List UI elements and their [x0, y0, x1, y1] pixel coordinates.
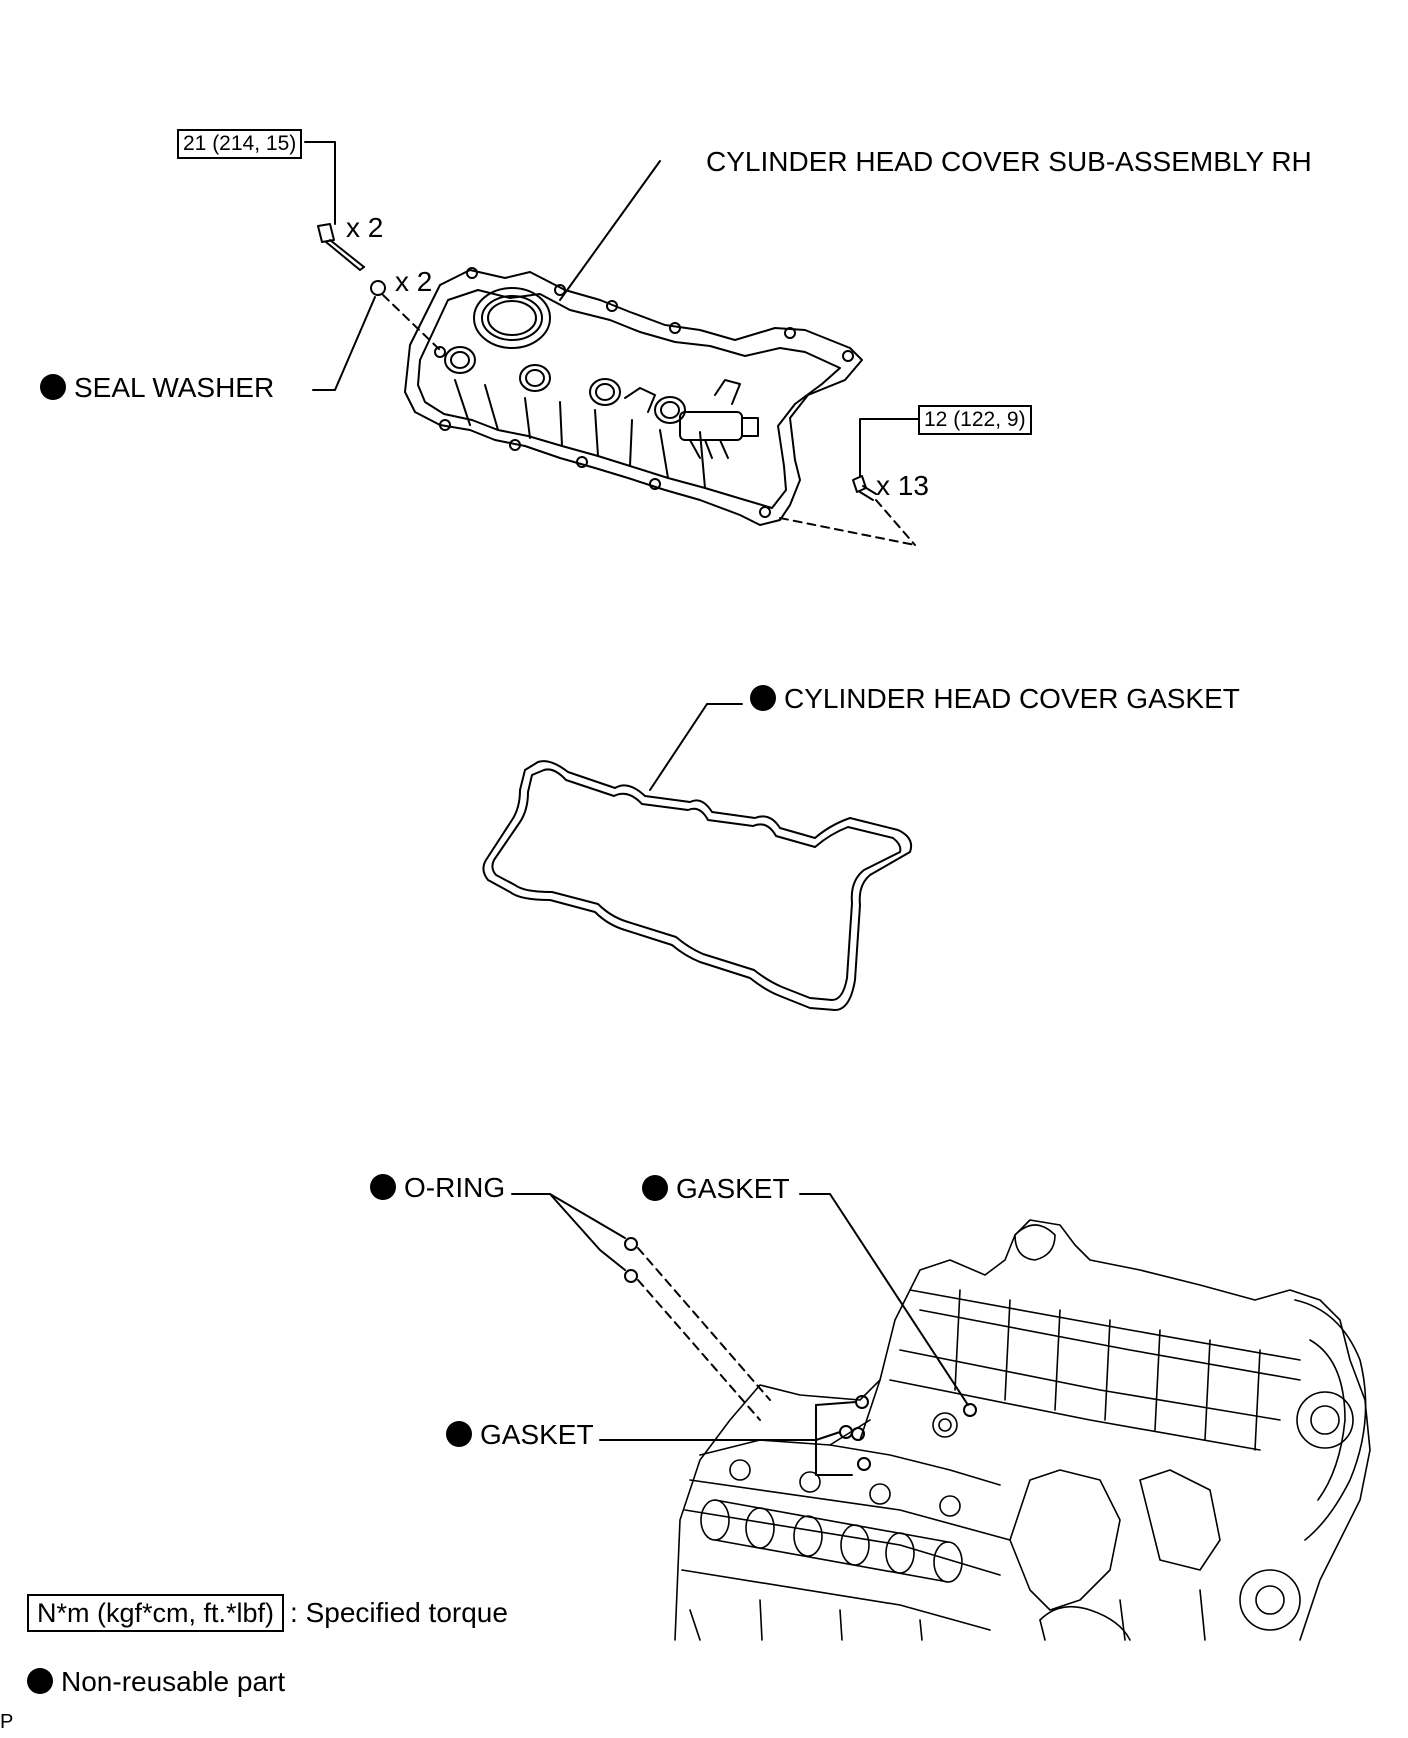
cylinder-head-cover-gasket-drawing: [482, 760, 913, 1011]
label-cylinder-head-cover-gasket: CYLINDER HEAD COVER GASKET: [750, 683, 1240, 715]
non-reusable-marker: [750, 685, 776, 711]
legend-non-reusable-text: Non-reusable part: [61, 1666, 286, 1697]
engine-leader-lines: [511, 1193, 969, 1476]
legend-torque-unit: N*m (kgf*cm, ft.*lbf): [27, 1594, 285, 1632]
cover-gasket-leader: [649, 703, 743, 791]
label-seal-washer: SEAL WASHER: [40, 372, 274, 404]
engine-assembly-drawing: [674, 1219, 1371, 1641]
cover-bolt-drawing: [852, 475, 877, 501]
legend-torque: N*m (kgf*cm, ft.*lbf): Specified torque: [27, 1594, 508, 1632]
o-ring-text: O-RING: [404, 1172, 506, 1203]
legend-torque-text: : Specified torque: [290, 1597, 508, 1628]
legend-non-reusable: Non-reusable part: [27, 1666, 285, 1698]
cover-gasket-text: CYLINDER HEAD COVER GASKET: [784, 683, 1240, 714]
cover-leader-lines: [304, 141, 919, 546]
stud-bolt-drawing: [317, 223, 365, 271]
gasket-left-text: GASKET: [480, 1419, 594, 1450]
figure-code: P: [0, 1711, 14, 1733]
seal-washer-drawing: [370, 280, 386, 296]
label-cylinder-head-cover: CYLINDER HEAD COVER SUB-ASSEMBLY RH: [706, 146, 1312, 177]
non-reusable-marker: [642, 1175, 668, 1201]
cylinder-head-cover-drawing: [404, 267, 863, 526]
gasket-right-text: GASKET: [676, 1173, 790, 1204]
non-reusable-marker: [446, 1421, 472, 1447]
label-gasket-left: GASKET: [446, 1419, 594, 1451]
torque-spec-stud-bolt: 21 (214, 15): [177, 129, 303, 159]
qty-cover-bolt: x 13: [876, 470, 929, 501]
label-gasket-right: GASKET: [642, 1173, 790, 1205]
torque-spec-cover-bolt: 12 (122, 9): [918, 405, 1032, 435]
qty-seal-washer: x 2: [395, 266, 433, 297]
non-reusable-marker: [370, 1174, 396, 1200]
non-reusable-marker: [27, 1668, 53, 1694]
qty-stud-bolt: x 2: [346, 212, 384, 243]
label-o-ring: O-RING: [370, 1172, 505, 1204]
seal-washer-text: SEAL WASHER: [74, 372, 275, 403]
non-reusable-marker: [40, 374, 66, 400]
